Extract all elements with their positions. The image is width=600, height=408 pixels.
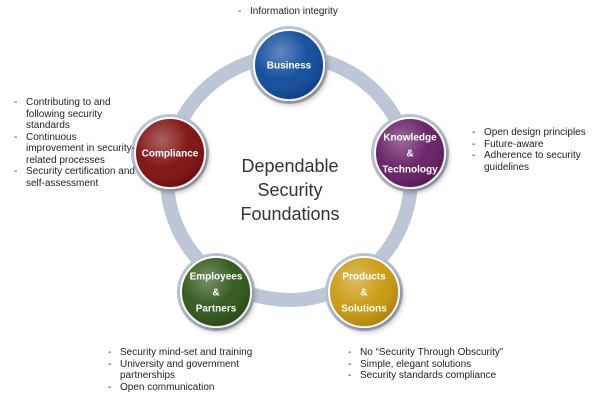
node-employees-label: Employees [190,272,243,283]
bullet-item: Security certification and self-assessme… [12,166,136,189]
bullets-knowledge: Open design principles Future-aware Adhe… [470,127,598,173]
bullets-compliance: Contributing to and following security s… [12,97,136,189]
bullet-item: Contributing to and following security s… [12,97,136,132]
node-knowledge-label: & [406,149,413,160]
bullet-item: Continuous improvement in security-relat… [12,132,136,167]
node-knowledge-label: Technology [382,165,438,176]
center-title-line: Foundations [240,204,339,224]
bullet-item: Security standards compliance [346,370,582,382]
node-compliance-label: Compliance [142,149,199,160]
node-knowledge-label: Knowledge [383,133,437,144]
center-title-line: Dependable [241,156,338,176]
bullets-products: No “Security Through Obscurity” Simple, … [346,347,582,382]
center-title: Dependable Security Foundations [240,156,339,224]
bullet-item: Security mind-set and training [106,347,274,359]
bullet-item: Adherence to security guidelines [470,150,598,173]
bullet-item: University and government partnerships [106,359,274,382]
node-compliance: Compliance [131,114,209,192]
node-products-label: & [360,288,367,299]
node-products: Products & Solutions [325,253,403,331]
bullets-business: Information integrity [236,6,436,18]
bullet-item: Simple, elegant solutions [346,359,582,371]
node-products-label: Products [342,272,386,283]
bullet-item: Future-aware [470,139,598,151]
center-title-line: Security [257,180,322,200]
node-business-label: Business [267,61,312,72]
bullet-item: No “Security Through Obscurity” [346,347,582,359]
bullets-employees: Security mind-set and training Universit… [106,347,274,393]
node-employees: Employees & Partners [177,253,255,331]
node-employees-label: & [212,288,219,299]
bullet-item: Open communication [106,382,274,394]
bullet-item: Information integrity [236,6,436,18]
node-products-label: Solutions [341,304,387,315]
node-business: Business [250,26,328,104]
node-employees-label: Partners [196,304,237,315]
node-knowledge: Knowledge & Technology [371,114,449,192]
bullet-item: Open design principles [470,127,598,139]
